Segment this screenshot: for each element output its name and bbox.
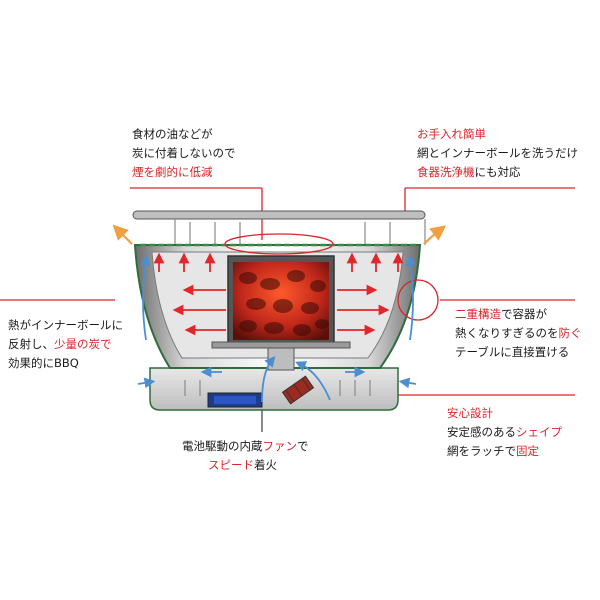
leader-lines [0, 187, 575, 396]
double-line-3: テーブルに直接置ける [455, 345, 570, 359]
care-line-2: 網とインナーボールを洗うだけ [417, 146, 578, 160]
safety-line-2: 安定感のあるシェイプ [447, 423, 562, 442]
safety-line-3-a: 網をラッチで [447, 444, 516, 458]
fan-line-1-red: ファン [262, 439, 298, 453]
grill-grate [132, 210, 426, 220]
fan-line-1: 電池駆動の内蔵ファンで [182, 437, 309, 456]
heat-line-3: 効果的にBBQ [8, 356, 79, 370]
heat-line-2: 反射し、少量の炭で [8, 335, 123, 354]
care-line-3-red: 食器洗浄機 [417, 165, 475, 179]
heat-arrows [153, 252, 404, 336]
fan-line-2-red: スピード [208, 458, 254, 472]
double-line-2: 熱くなりすぎるのを防ぐ [455, 324, 582, 343]
fan-line-1-b: で [297, 439, 309, 453]
safety-line-2-red: シェイプ [516, 425, 562, 439]
smoke-line-2: 炭に付着しないので [132, 146, 236, 160]
heat-line-1: 熱がインナーボールに [8, 318, 123, 332]
callout-fan: 電池駆動の内蔵ファンで スピード着火 [182, 437, 309, 475]
callout-heat: 熱がインナーボールに 反射し、少量の炭で 効果的にBBQ [8, 316, 123, 373]
double-line-1-rest: で容器が [501, 307, 547, 321]
grill-base [149, 367, 399, 411]
safety-line-3: 網をラッチで固定 [447, 442, 562, 461]
callout-smoke: 食材の油などが 炭に付着しないので 煙を劇的に低減 [132, 125, 236, 182]
heat-line-2-a: 反射し、 [8, 337, 54, 351]
fan [281, 375, 315, 405]
care-line-3-rest: にも対応 [474, 165, 521, 179]
smoke-line-1: 食材の油などが [132, 127, 213, 141]
callout-care: お手入れ簡単 網とインナーボールを洗うだけ 食器洗浄機にも対応 [417, 125, 578, 182]
double-line-2-a: 熱くなりすぎるのを [455, 326, 559, 340]
callout-double: 二重構造で容器が 熱くなりすぎるのを防ぐ テーブルに直接置ける [455, 305, 582, 362]
fan-line-2-rest: 着火 [254, 458, 277, 472]
safety-line-2-a: 安定感のある [447, 425, 516, 439]
air-arrows [137, 254, 417, 403]
double-line-1-red: 二重構造 [455, 307, 501, 321]
callout-safety: 安心設計 安定感のあるシェイプ 網をラッチで固定 [447, 404, 562, 461]
fan-line-1-a: 電池駆動の内蔵 [182, 439, 263, 453]
double-line-1: 二重構造で容器が [455, 305, 582, 324]
heat-line-2-red: 少量の炭で [54, 337, 112, 351]
smoke-line-3: 煙を劇的に低減 [132, 165, 213, 179]
safety-line-3-red: 固定 [516, 444, 539, 458]
safety-heading: 安心設計 [447, 406, 493, 420]
care-heading: お手入れ簡単 [417, 127, 486, 141]
fan-line-2: スピード着火 [182, 456, 309, 475]
care-line-3: 食器洗浄機にも対応 [417, 163, 578, 182]
double-line-2-red: 防ぐ [558, 326, 582, 340]
